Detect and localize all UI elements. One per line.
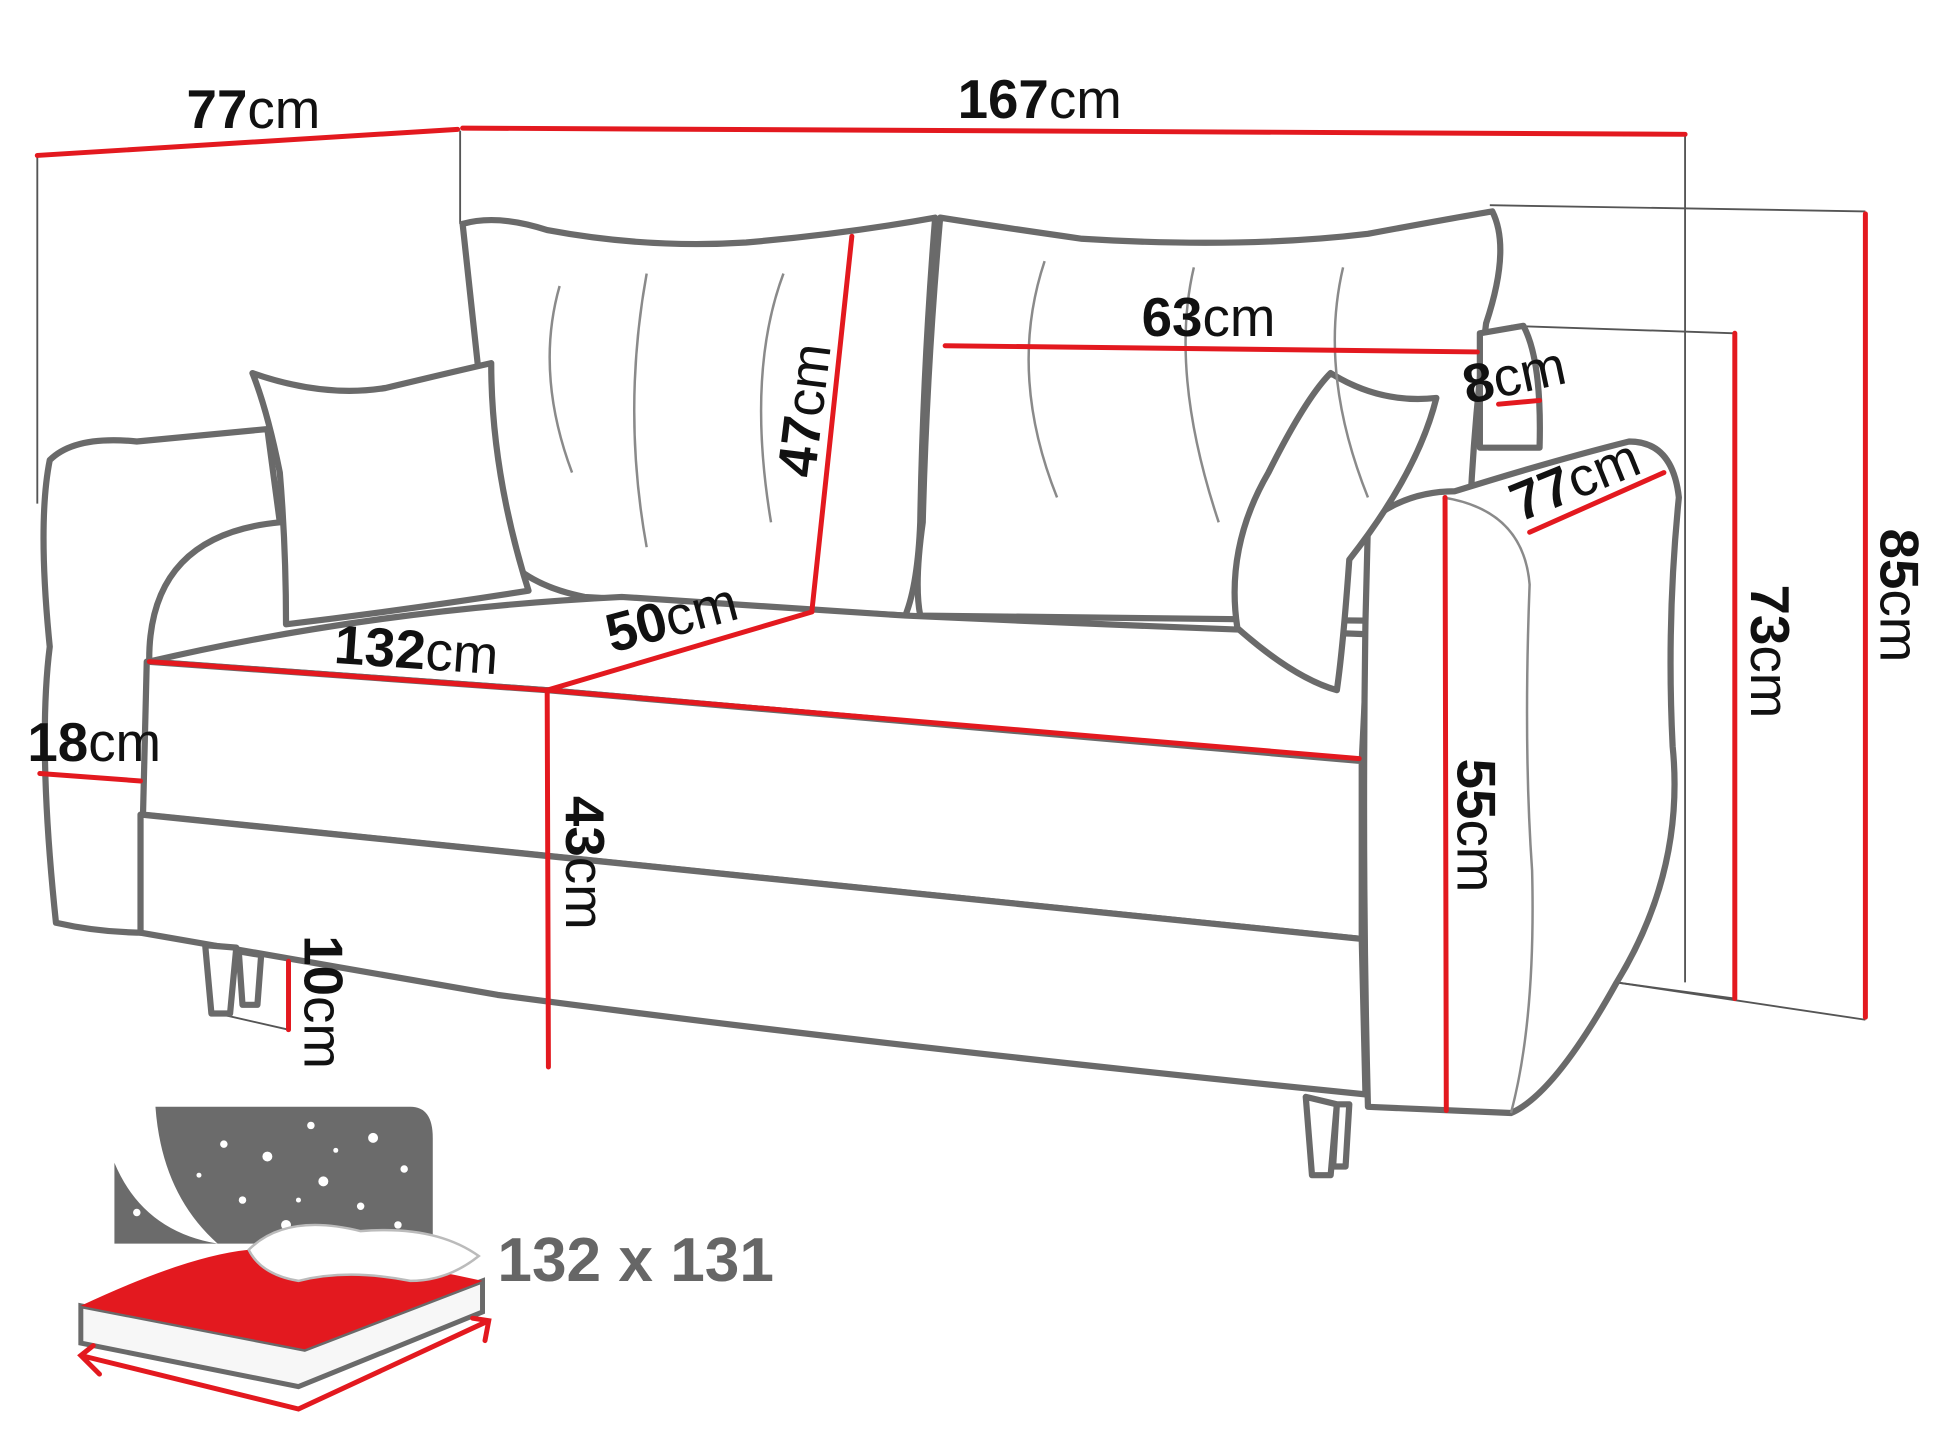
throw-pillow-left	[249, 360, 532, 628]
back-cushion-left	[459, 214, 939, 619]
label-arm-width: 18cm	[27, 711, 161, 773]
sleeping-area-label: 132 x 131	[497, 1226, 774, 1295]
label-arm-height: 55cm	[1445, 759, 1507, 893]
label-seat-height: 43cm	[554, 796, 616, 930]
guide-lines	[36, 130, 1866, 1031]
leg-left	[202, 942, 265, 1017]
sofa-base	[137, 811, 1369, 1098]
throw-pillow-right	[1231, 369, 1440, 694]
leg-right	[1302, 1093, 1353, 1179]
label-height-back: 73cm	[1739, 584, 1801, 718]
stars-icon	[133, 1121, 408, 1230]
label-depth-top: 77cm	[187, 78, 321, 140]
sofa-illustration	[40, 208, 1682, 1179]
label-back-cushion-height: 47cm	[765, 340, 843, 480]
label-leg-height: 10cm	[293, 935, 355, 1069]
bed-night-icon	[77, 1106, 492, 1412]
left-armrest	[40, 425, 283, 936]
label-back-cushion-width: 63cm	[1142, 286, 1276, 348]
right-armrest	[1360, 438, 1682, 1117]
label-seat-width: 132cm	[332, 613, 500, 686]
dimension-lines	[34, 125, 1868, 1114]
label-height-total: 85cm	[1868, 529, 1930, 663]
label-width-total: 167cm	[958, 68, 1122, 130]
dimension-labels: 77cm 167cm 63cm 47cm 8cm 77cm 85cm 73cm …	[27, 68, 1930, 1069]
